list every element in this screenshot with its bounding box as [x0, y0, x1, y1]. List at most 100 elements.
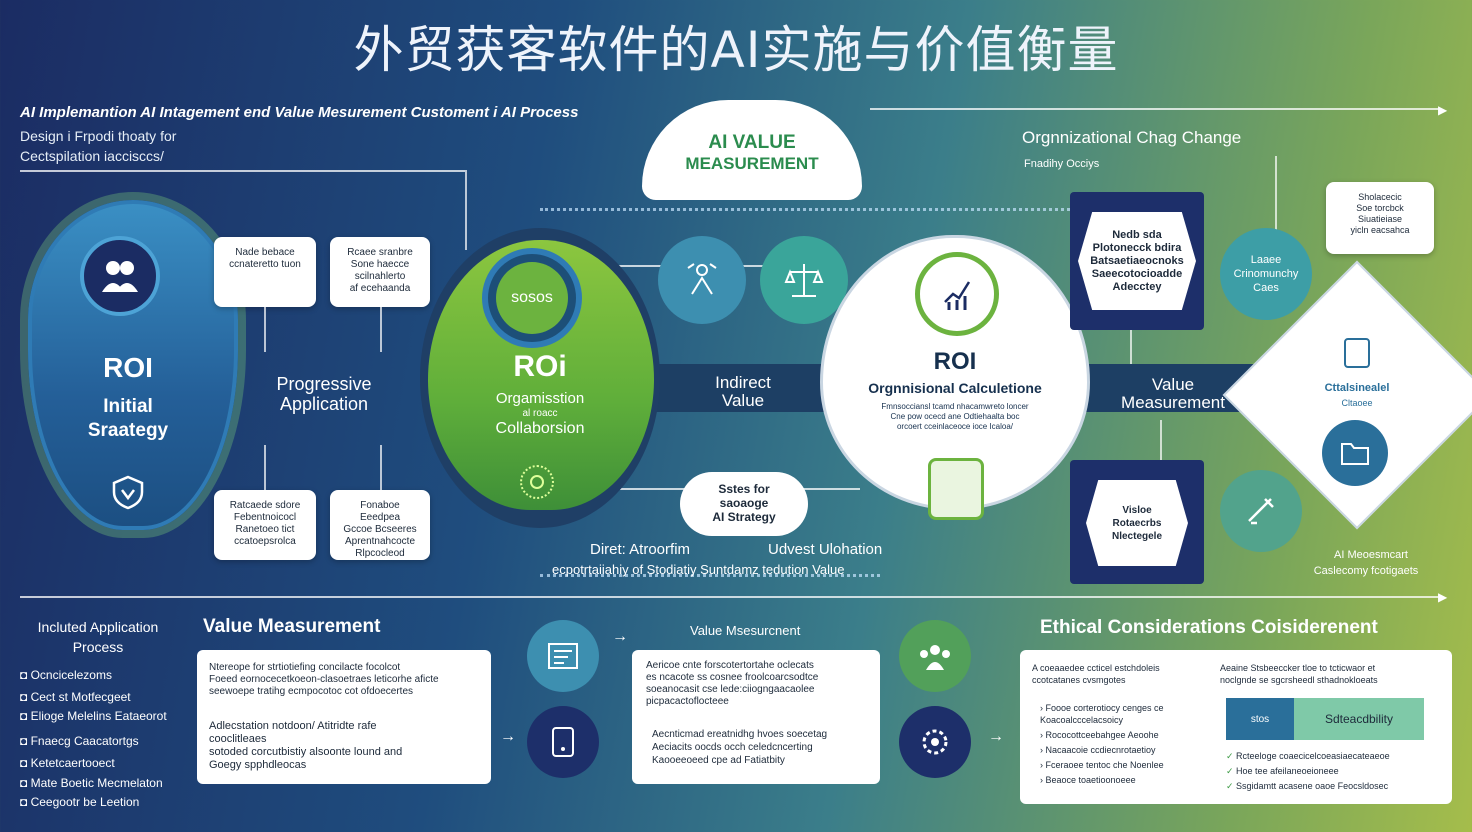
process-list-item-label: Ketetcaertooect [30, 756, 115, 770]
list-bullet-icon: ◘ [20, 690, 31, 704]
value-measurement-card: Ntereope for strtiotiefing concilacte fo… [197, 650, 491, 784]
list-bullet-icon: ◘ [20, 709, 31, 723]
center-org-sub-label: al roacc [522, 408, 558, 419]
process-list-item-label: Ocncicelezoms [30, 668, 112, 682]
direct-line-2: ecpotrtaiiahiy of Stodiatiy Suntdamz ted… [552, 562, 845, 577]
page-title: 外贸获客软件的AI实施与价值衡量 [353, 21, 1119, 79]
ethical-bar-left: stos [1226, 698, 1294, 740]
process-list-item-label: Cect st Motfecgeet [30, 690, 131, 704]
direct-line-1: Diret: Atroorfim [590, 541, 691, 558]
dotted-connector [540, 208, 1100, 211]
roi-white-label: ROI [933, 348, 977, 375]
check-icon: ✓ [1226, 751, 1237, 761]
ai-value-measurement-cloud: AI VALUE MEASUREMENT [642, 100, 862, 200]
ethical-list-item: › Nacaacoie ccdiecnrotaetioy [1040, 744, 1210, 756]
divider-line [20, 596, 1440, 598]
folder-icon [1322, 420, 1388, 486]
chevron-right-icon: › [1040, 745, 1046, 755]
process-list-item: ◘ Ketetcaertooect [20, 756, 115, 770]
indirect-value-label: Indirect Value [715, 373, 771, 410]
bottom-left-header: Incluted Application Process [37, 619, 159, 655]
list-bullet-icon: ◘ [20, 756, 31, 770]
chart-tool-icon [915, 252, 999, 336]
ethical-list-item-label: Rcteeloge coaecicelcoeasiaecateaeoe [1236, 751, 1390, 761]
center-roi-label: ROi [513, 350, 567, 383]
roi-white-title: Orgnnisional Calculetione [868, 380, 1042, 396]
ethical-list-item: › Beaoce toaetioonoeee [1040, 774, 1210, 786]
settings-gear-icon [899, 706, 971, 778]
chevron-right-icon: › [1040, 730, 1046, 740]
center-badge-label: sosos [511, 289, 553, 306]
check-icon: ✓ [1226, 766, 1237, 776]
process-list-item-label: Fnaecg Caacatortgs [30, 734, 139, 748]
value-measurement-header: Value Measurement [203, 616, 381, 637]
ethical-list-item-label: Ssgidamtt acasene oaoe Feocsldosec [1236, 781, 1389, 791]
center-collab-label: Collaborsion [495, 420, 585, 437]
roi-white-description: Fmnsocciansl tcamd nhacamwreto loncer Cn… [881, 402, 1029, 431]
diamond-sub: Cltaoee [1341, 398, 1373, 408]
ethical-list-item-label: Fceraoee tentoc che Noenlee [1045, 760, 1164, 770]
arrow-right-icon: ▶ [1438, 103, 1448, 117]
dotted-connector [540, 574, 880, 577]
shield-badge-icon [110, 474, 146, 510]
ethical-list-item: ✓ Rcteeloge coaecicelcoeasiaecateaeoe [1226, 750, 1446, 762]
value-measurement-2-header: Value Msesurcnent [690, 623, 801, 638]
chevron-right-icon: › [1040, 760, 1046, 770]
value-measurement-card-p1: Ntereope for strtiotiefing concilacte fo… [209, 662, 439, 697]
left-card-bottom-2: Fonaboe Eeedpea Gccoe Bcseeres Aprentnah… [330, 490, 430, 560]
left-card-top-2: Rcaee sranbre Sone haecce scilnahlerto a… [330, 237, 430, 307]
ethical-list-item: ✓ Hoe tee afeilaneoeioneee [1226, 765, 1446, 777]
list-bullet-icon: ◘ [20, 668, 31, 682]
document-chart-icon [527, 620, 599, 692]
scale-balance-icon [760, 236, 848, 324]
org-change-title: Orgnnizational Chag Change [1022, 128, 1242, 147]
device-icon [527, 706, 599, 778]
process-list-item: ◘ Mate Boetic Mecmelaton [20, 776, 163, 790]
subtitle-main: AI Implemantion AI Intagement end Value … [20, 104, 579, 121]
process-list-item-label: Elioge Melelins Eataeorot [30, 709, 167, 723]
right-card-top: Sholacecic Soe torcbck Siuatieiase yicln… [1326, 182, 1434, 254]
value-measurement-card-p2: Adlecstation notdoon/ Atitridte rafe coo… [209, 720, 403, 771]
ethical-list-item-label: Hoe tee afeilaneoeioneee [1236, 766, 1339, 776]
shield-strategy-label: Sraategy [87, 420, 169, 441]
chevron-right-icon: › [1040, 775, 1046, 785]
teal-community-bubble: Laaee Crinomunchy Caes [1220, 228, 1312, 320]
ethical-col2-title: Aeaine Stsbeeccker tloe to tcticwaor et … [1220, 663, 1378, 685]
value-measurement-2-card: Aericoe cnte forscotertortahe oclecats e… [632, 650, 880, 784]
list-bullet-icon: ◘ [20, 795, 31, 809]
ai-measurement-line-2: Caslecomy fcotigaets [1313, 565, 1419, 577]
connector-line [264, 307, 266, 352]
arrow-right-icon: → [612, 628, 628, 645]
ethical-list-item-label: Beaoce toaetioonoeee [1045, 775, 1136, 785]
center-org-label: Orgamisstion [495, 390, 585, 407]
org-change-sub: Fnadihy Occiys [1024, 158, 1100, 170]
ethical-bar: stos Sdteacdbility [1226, 698, 1424, 740]
process-list-item: ◘ Ceegootr be Leetion [20, 795, 139, 809]
chevron-right-icon: › [1040, 703, 1046, 713]
pen-tool-icon [1220, 470, 1302, 552]
arrow-right-icon: ▶ [1438, 590, 1448, 604]
center-badge-circle: sosos [482, 248, 582, 348]
hex-bottom-card: Visloe Rotaecrbs Nlectegele [1086, 480, 1188, 566]
process-list-item-label: Ceegootr be Leetion [30, 795, 140, 809]
ethical-bar-right: Sdteacdbility [1294, 698, 1424, 740]
ethical-list-item-label: Rococottceebahgee Aeoohe [1045, 730, 1159, 740]
ethical-header: Ethical Considerations Coisiderenent [1040, 617, 1378, 638]
shield-initial-label: Initial [103, 396, 153, 417]
shield-roi-label: ROI [103, 352, 153, 383]
left-card-bottom-1: Ratcaede sdore Febentnoicocl Ranetoeo ti… [214, 490, 316, 560]
hex-top-card: Nedb sda Plotonecck bdira Batsaetiaeocno… [1078, 212, 1196, 310]
ethical-col1-title: A coeaaedee ccticel estchdoleis ccotcata… [1032, 663, 1160, 685]
group-people-icon [899, 620, 971, 692]
subtitle-line-1: Design i Frpodi thoaty for [20, 128, 177, 144]
process-list-item: ◘ Elioge Melelins Eataeorot [20, 709, 167, 723]
cloud-line-2: MEASUREMENT [685, 154, 819, 173]
diamond-title: Cttalsinealel [1324, 382, 1390, 394]
ai-measurement-line-1: AI Meoesmcart [1334, 549, 1408, 561]
ethical-list-item: ✓ Ssgidamtt acasene oaoe Feocsldosec [1226, 780, 1446, 792]
progressive-application-label: Progressive Application [276, 374, 372, 414]
ai-strategy-bubble: Sstes for saoaoge AI Strategy [680, 472, 808, 536]
direct-line-1b: Udvest Ulohation [768, 541, 883, 558]
analytics-person-icon [658, 236, 746, 324]
connector-line [870, 108, 1440, 110]
